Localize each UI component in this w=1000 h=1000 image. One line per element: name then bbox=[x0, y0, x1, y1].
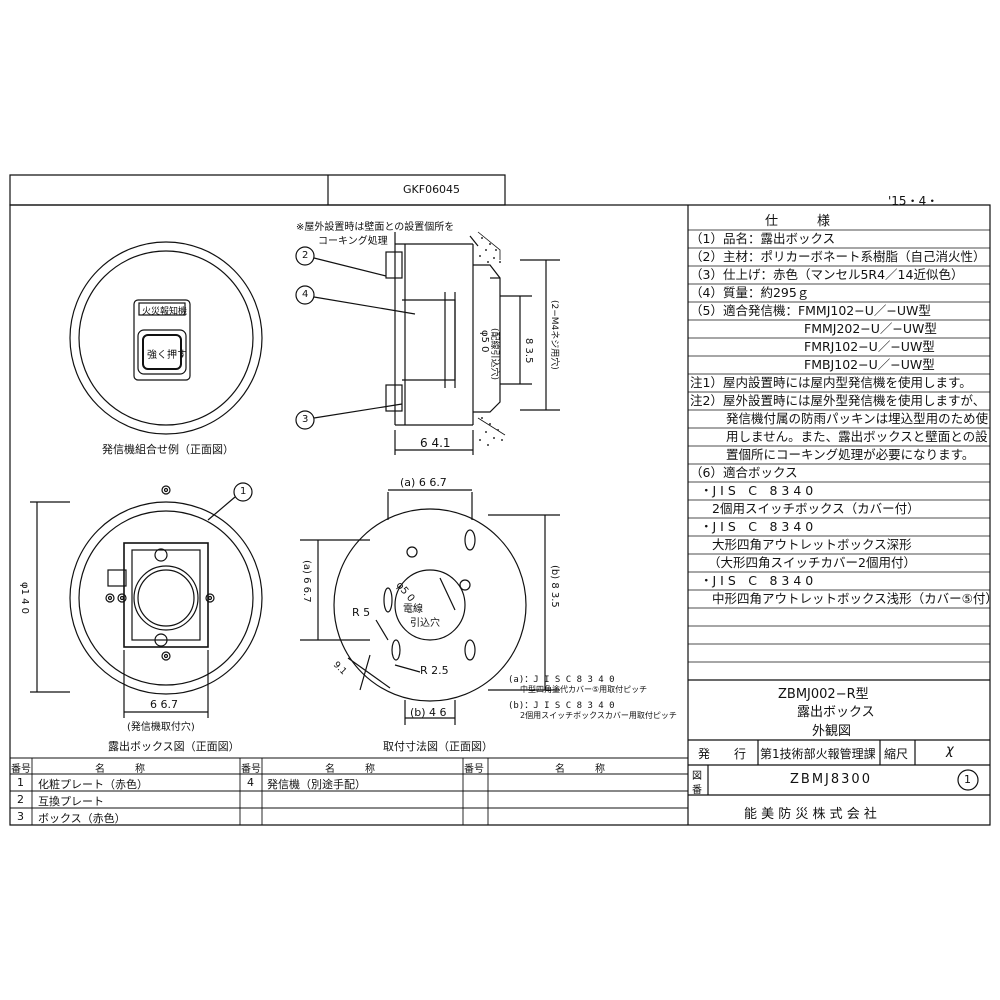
parts-header-no: 番号 bbox=[11, 764, 31, 775]
pitch-a: (a)：J I S C 8 3 4 0 bbox=[508, 675, 615, 685]
front-combo-caption: 発信機組合せ例（正面図） bbox=[102, 443, 234, 456]
spec-row: （3）仕上げ：赤色（マンセル5R4／14近似色） bbox=[690, 267, 964, 282]
callout-3: 3 bbox=[302, 414, 309, 425]
sheet-frame bbox=[9, 204, 991, 826]
spec-row: 注1）屋内設置時には屋内型発信機を使用します。 bbox=[690, 375, 972, 390]
caulking-note-line1: ※屋外設置時は壁面との設置個所を bbox=[296, 222, 455, 233]
table-row-no: 3 bbox=[17, 810, 24, 823]
box-front-view bbox=[30, 485, 263, 718]
drawing-kind: 外観図 bbox=[812, 724, 852, 739]
scale-value: χ bbox=[946, 743, 954, 758]
dim-a667-top: (a) 6 6.7 bbox=[400, 476, 447, 489]
dim-b835-right: (b) 8 3.5 bbox=[549, 565, 560, 608]
callout-4: 4 bbox=[302, 289, 309, 300]
table-row-name: 化粧プレート（赤色） bbox=[38, 778, 148, 791]
table-row-name: 互換プレート bbox=[38, 795, 104, 808]
pitch-b: (b)：J I S C 8 3 4 0 bbox=[508, 701, 615, 711]
parts-table-grid bbox=[9, 757, 688, 825]
callout-1: 1 bbox=[240, 486, 247, 497]
dim-a667-left: (a) 6 6.7 bbox=[301, 560, 312, 603]
spec-row: 中形四角アウトレットボックス浅形（カバー⑤付） bbox=[712, 591, 998, 606]
box-front-caption: 露出ボックス図（正面図） bbox=[108, 740, 240, 753]
parts-header-no-3: 番号 bbox=[464, 764, 484, 775]
company-name: 能 美 防 災 株 式 会 社 bbox=[744, 807, 877, 822]
scale-label: 縮尺 bbox=[884, 747, 909, 761]
spec-grid bbox=[688, 229, 990, 663]
dim-r5: R 5 bbox=[352, 606, 371, 619]
wall-stipple bbox=[479, 237, 503, 446]
pitch-a-note: 中型四角塗代カバー⑤用取付ピッチ bbox=[520, 685, 648, 694]
dim-side-width: 6 4.1 bbox=[420, 436, 451, 450]
spec-row: （1）品名：露出ボックス bbox=[690, 231, 836, 246]
panel-label: 火災報知機 bbox=[142, 307, 188, 317]
spec-row: （2）主材：ポリカーボネート系樹脂（自己消火性） bbox=[690, 249, 986, 264]
parts-header-name-2: 名 称 bbox=[325, 764, 375, 775]
table-row-no: 2 bbox=[17, 793, 24, 806]
issuing-dept: 第1技術部火報管理課 bbox=[760, 747, 876, 761]
doc-code: GKF06045 bbox=[403, 183, 461, 196]
issue-label: 発 行 bbox=[698, 747, 747, 761]
spec-row: （6）適合ボックス bbox=[690, 465, 798, 480]
table-row-name: 発信機（別途手配） bbox=[267, 778, 366, 791]
table-row-no: 1 bbox=[17, 776, 24, 789]
spec-row: FMBJ102−U／−UW型 bbox=[804, 357, 935, 372]
spec-row: FMRJ102−U／−UW型 bbox=[804, 339, 935, 354]
revision-mark: 1 bbox=[964, 773, 971, 786]
spec-row: 注2）屋外設置時には屋外型発信機を使用しますが、 bbox=[690, 393, 986, 408]
drawing-number: ZBMJ8300 bbox=[790, 772, 872, 787]
box-mount-note: (発信機取付穴) bbox=[127, 722, 195, 733]
dim-667-box: 6 6.7 bbox=[150, 698, 178, 711]
drawing-no-label-1: 図 bbox=[692, 771, 702, 782]
dim-m4-note: (2−M4ネジ用穴) bbox=[549, 300, 559, 370]
issue-date: '15・4・ bbox=[888, 194, 939, 208]
parts-header-no-2: 番号 bbox=[241, 764, 261, 775]
drawing-no-label-2: 番 bbox=[692, 785, 702, 796]
dim-phi140: φ1 4 0 bbox=[19, 582, 30, 615]
spec-row: 用しません。また、露出ボックスと壁面との設 bbox=[726, 429, 988, 444]
caulking-note-line2: コーキング処理 bbox=[318, 236, 388, 247]
spec-row: （大形四角スイッチカバー2個用付） bbox=[708, 555, 916, 570]
spec-row: 発信機付属の防雨パッキンは埋込型用のため使 bbox=[726, 411, 989, 426]
mount-caption: 取付寸法図（正面図） bbox=[383, 740, 493, 753]
dim-r25: R 2.5 bbox=[420, 664, 449, 677]
table-row-no: 4 bbox=[247, 776, 254, 789]
spec-row: （5）適合発信機：FMMJ102−U／−UW型 bbox=[690, 303, 931, 318]
spec-row: FMMJ202−U／−UW型 bbox=[804, 321, 937, 336]
side-view bbox=[385, 231, 560, 455]
dim-phi50-side-note: (配線引込穴) bbox=[489, 328, 499, 381]
parts-header-name-3: 名 称 bbox=[555, 764, 605, 775]
cable-label-2: 引込穴 bbox=[410, 618, 440, 629]
product-name: 露出ボックス bbox=[797, 705, 875, 720]
dim-835-side: 8 3.5 bbox=[523, 338, 534, 364]
spec-row: 2個用スイッチボックス（カバー付） bbox=[712, 501, 920, 516]
callout-2: 2 bbox=[302, 250, 309, 261]
spec-row: ・J I S C 8 3 4 0 bbox=[700, 483, 814, 498]
spec-row: （4）質量：約295ｇ bbox=[690, 285, 810, 300]
parts-header-name: 名 称 bbox=[95, 764, 145, 775]
dim-b46-bottom: (b) 4 6 bbox=[410, 706, 447, 719]
spec-row: 置個所にコーキング処理が必要になります。 bbox=[726, 447, 975, 462]
model-name: ZBMJ002−R型 bbox=[778, 687, 869, 702]
cable-label-1: 電線 bbox=[403, 604, 423, 615]
table-row-name: ボックス（赤色） bbox=[38, 812, 126, 825]
push-button-label: 強く押す bbox=[147, 350, 187, 361]
mount-view bbox=[300, 489, 560, 725]
spec-row: 大形四角アウトレットボックス深形 bbox=[712, 537, 912, 552]
pitch-b-note: 2個用スイッチボックスカバー用取付ピッチ bbox=[520, 711, 677, 720]
front-combo-view bbox=[69, 241, 263, 435]
callouts bbox=[207, 246, 416, 521]
spec-title: 仕 様 bbox=[765, 214, 831, 229]
spec-row: ・J I S C 8 3 4 0 bbox=[700, 519, 814, 534]
spec-row: ・J I S C 8 3 4 0 bbox=[700, 573, 814, 588]
